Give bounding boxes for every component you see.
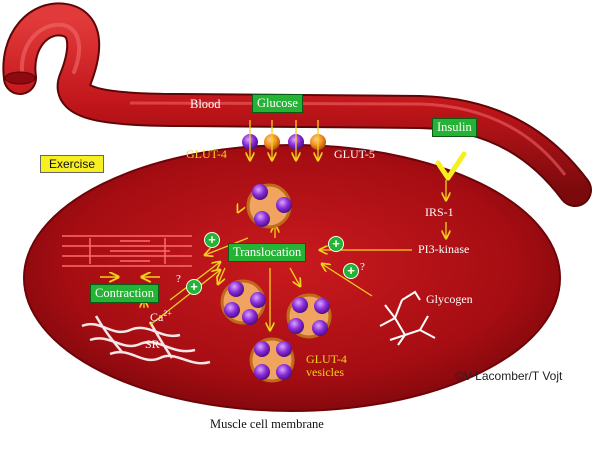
glut4-vesicles-label-line2: vesicles [306, 365, 344, 379]
glucose-arrows [250, 120, 318, 160]
blood-vessel [2, 2, 592, 207]
sarcoplasmic-reticulum [81, 315, 211, 365]
glucose-label: Glucose [252, 94, 303, 113]
credit-label: ©V Lacomber/T Vojt [455, 369, 563, 383]
insulin-receptor-icon [435, 151, 467, 181]
irs1-label: IRS-1 [425, 205, 454, 219]
glut4-vesicles-label-line1: GLUT-4 [306, 352, 347, 366]
glycogen-label: Glycogen [426, 292, 473, 306]
pi3-kinase-label: PI3-kinase [418, 242, 470, 256]
glut4-vesicle-bottom [249, 337, 295, 383]
exercise-label: Exercise [40, 155, 105, 173]
plus-icon: + [328, 236, 344, 252]
insulin-label: Insulin [432, 118, 477, 137]
glut4-vesicle-right [286, 293, 332, 339]
plus-icon: + [343, 263, 359, 279]
question-mark: ? [176, 273, 181, 285]
sr-label: SR [145, 337, 160, 351]
muscle-cell-membrane-label: Muscle cell membrane [210, 417, 324, 431]
glut5-label: GLUT-5 [334, 147, 375, 161]
translocation-label: Translocation [228, 243, 307, 262]
contraction-label: Contraction [90, 284, 160, 303]
blood-label: Blood [190, 97, 221, 111]
calcium-label: Ca2+ [150, 309, 172, 324]
glut4-vesicle-left [220, 279, 266, 325]
glut4-vesicle-top [246, 183, 292, 229]
glut4-label: GLUT-4 [186, 147, 227, 161]
plus-icon: + [204, 232, 220, 248]
question-mark: ? [360, 261, 365, 273]
myofibrils [62, 235, 192, 277]
plus-icon: + [186, 279, 202, 295]
glycogen-particle [379, 290, 436, 346]
